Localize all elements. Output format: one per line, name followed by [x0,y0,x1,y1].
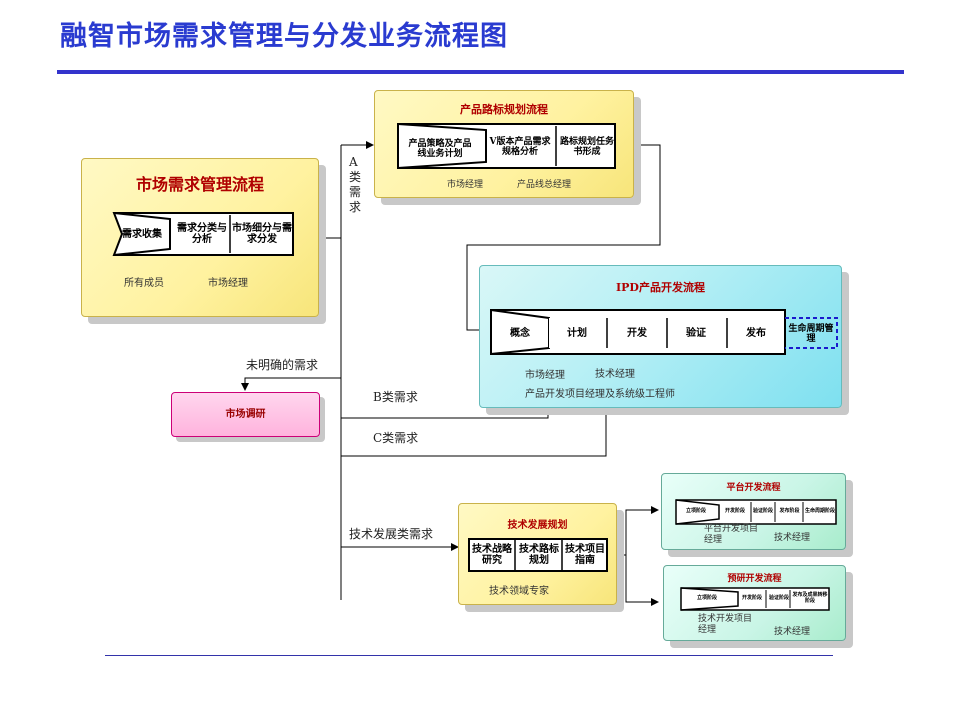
label-tech-demand: 技术发展类需求 [349,527,434,541]
ipd-process-box: IPD产品开发流程 概念 计划 开发 验证 发布 生命周期管理 市场经理 技术经… [479,265,842,408]
ipd-step-plan: 计划 [567,328,587,340]
platform-step-init: 立项阶段 [685,508,706,515]
ipd-step-lifecycle: 生命周期管理 [788,323,834,344]
market-research-box: 市场调研 [171,392,320,437]
label-class-a: A类需求 [349,155,362,214]
preresearch-step-dev: 开发阶段 [741,595,762,602]
platform-role-tech: 技术经理 [774,533,811,543]
market-role-manager: 市场经理 [208,278,248,289]
roadmap-role-line: 产品线总经理 [517,180,572,190]
market-steps-shape [112,212,294,256]
ipd-role-pm: 产品开发项目经理及系统级工程师 [525,389,675,400]
roadmap-step-spec: V版本产品需求规格分析 [489,136,551,157]
preresearch-process-box: 预研开发流程 立项阶段 开发阶段 验证阶段 发布及成果转移阶段 技术开发项目经理… [663,565,846,641]
preresearch-step-init: 立项阶段 [696,595,717,602]
ipd-role-tech: 技术经理 [595,369,635,380]
ipd-steps-shape [490,309,838,355]
tech-planning-box: 技术发展规划 技术战略研究 技术路标规划 技术项目指南 技术领域专家 [458,503,617,605]
market-research-title: 市场调研 [225,408,266,420]
market-role-all: 所有成员 [124,278,164,289]
label-class-c: C类需求 [373,431,419,445]
ipd-process-title: IPD产品开发流程 [616,281,705,294]
market-process-title: 市场需求管理流程 [135,175,264,194]
roadmap-process-box: 产品路标规划流程 产品策略及产品线业务计划 V版本产品需求规格分析 路标规划任务… [374,90,634,198]
line-tech-preresearch [625,555,659,606]
platform-step-dev: 开发阶段 [724,508,745,515]
platform-process-box: 平台开发流程 立项阶段 开发阶段 验证阶段 发布阶段 生命周期阶段 平台开发项目… [661,473,846,550]
page-title: 融智市场需求管理与分发业务流程图 [60,21,508,52]
platform-process-title: 平台开发流程 [726,483,781,493]
tech-planning-title: 技术发展规划 [507,520,568,531]
platform-steps-shape [675,499,837,525]
platform-role-pm: 平台开发项目经理 [704,524,759,546]
tech-steps-shape [468,538,608,572]
ipd-role-market: 市场经理 [525,370,565,381]
preresearch-process-title: 预研开发流程 [727,574,782,584]
market-process-box: 市场需求管理流程 需求收集 需求分类与分析 市场细分与需求分发 所有成员 市场经… [81,158,319,317]
tech-role-expert: 技术领域专家 [489,586,549,597]
platform-step-lifecycle: 生命周期阶段 [804,508,835,515]
preresearch-step-verify: 验证阶段 [768,595,789,602]
tech-step-guide: 技术项目指南 [565,543,605,567]
ipd-step-develop: 开发 [627,328,647,340]
ipd-step-verify: 验证 [686,328,706,340]
preresearch-steps-shape [680,587,830,611]
preresearch-step-release: 发布及成果转移阶段 [792,592,828,604]
market-step-classify: 需求分类与分析 [177,222,227,246]
line-unclear [241,377,341,391]
line-roadmap-ipd [466,144,661,334]
roadmap-process-title: 产品路标规划流程 [460,103,548,116]
tech-step-strategy: 技术战略研究 [472,543,512,567]
platform-step-release: 发布阶段 [779,508,800,515]
line-tech-platform [617,506,659,556]
tech-step-roadmap: 技术路标规划 [519,543,559,567]
ipd-step-release: 发布 [746,328,766,340]
roadmap-step-strategy: 产品策略及产品线业务计划 [408,138,472,159]
preresearch-role-tech: 技术经理 [774,627,811,637]
roadmap-step-charter: 路标规划任务书形成 [559,136,614,157]
platform-step-verify: 验证阶段 [752,508,773,515]
footer-divider [105,655,833,656]
market-step-collect: 需求收集 [122,229,162,241]
roadmap-role-market: 市场经理 [447,180,484,190]
market-step-segment: 市场细分与需求分发 [232,222,292,246]
roadmap-steps-shape [397,123,616,169]
label-unclear-demand: 未明确的需求 [246,358,319,372]
ipd-step-concept: 概念 [510,328,530,340]
title-divider [57,70,904,74]
preresearch-role-pm: 技术开发项目经理 [698,614,753,636]
label-class-b: B类需求 [373,390,418,404]
